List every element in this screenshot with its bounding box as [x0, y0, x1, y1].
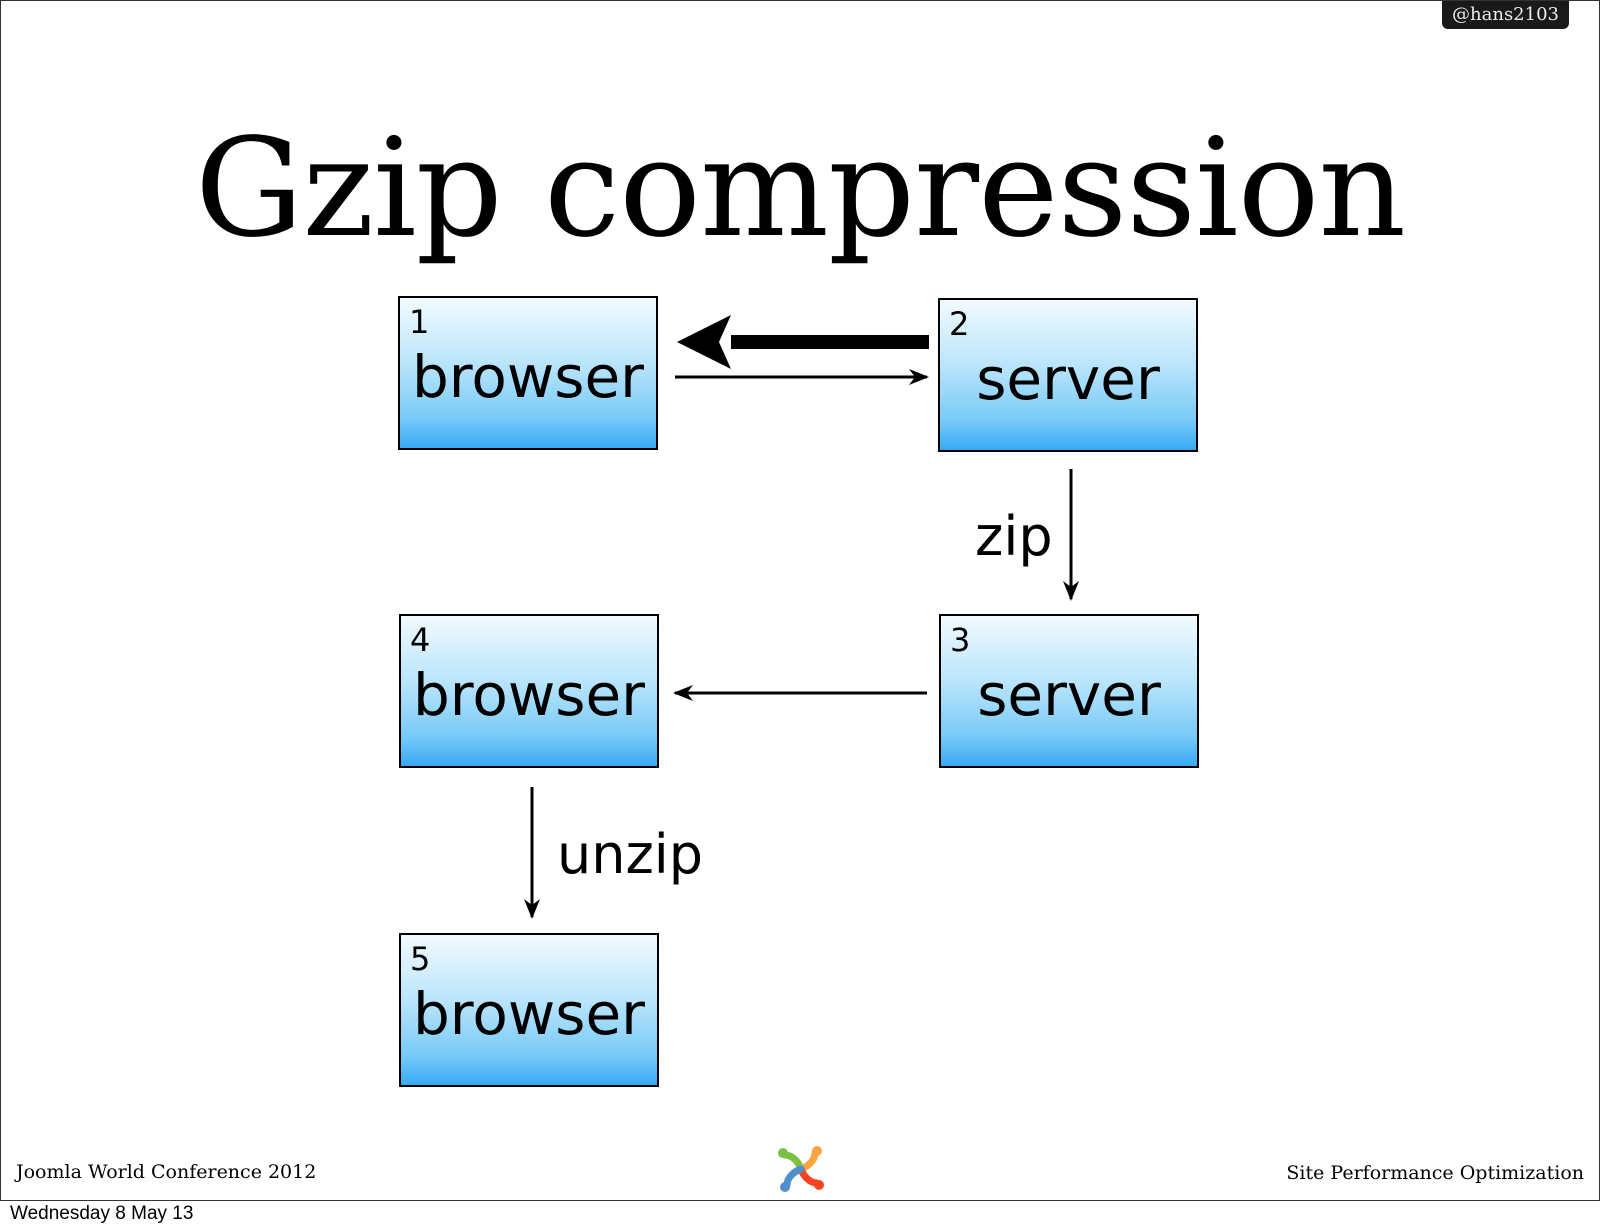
slide-title: Gzip compression	[194, 110, 1406, 268]
node-label: server	[977, 661, 1161, 729]
node-number: 4	[410, 621, 431, 659]
node-label: browser	[412, 661, 646, 729]
footer-conference: Joomla World Conference 2012	[16, 1161, 317, 1183]
node-number: 2	[949, 305, 970, 343]
joomla-logo-icon	[778, 1146, 824, 1192]
footer-talk-title: Site Performance Optimization	[1286, 1162, 1584, 1184]
edge-label-unzip: unzip	[557, 823, 704, 886]
node-server-2: 2 server	[938, 298, 1198, 452]
arrow-server-to-browser-thick	[677, 315, 929, 369]
node-number: 5	[410, 940, 431, 978]
slide: @hans2103 Gzip compression 1 browser 2 s…	[0, 0, 1600, 1201]
node-browser-1: 1 browser	[398, 296, 658, 450]
node-server-3: 3 server	[939, 614, 1199, 768]
diagram-arrows	[524, 315, 1079, 919]
node-number: 1	[409, 303, 430, 341]
date-label: Wednesday 8 May 13	[10, 1203, 194, 1224]
node-browser-4: 4 browser	[399, 614, 659, 768]
node-label: browser	[412, 980, 646, 1048]
edge-label-zip: zip	[975, 505, 1053, 568]
twitter-handle-badge: @hans2103	[1442, 1, 1569, 29]
node-browser-5: 5 browser	[399, 933, 659, 1087]
node-number: 3	[950, 621, 971, 659]
node-label: server	[976, 345, 1160, 413]
node-label: browser	[411, 343, 645, 411]
